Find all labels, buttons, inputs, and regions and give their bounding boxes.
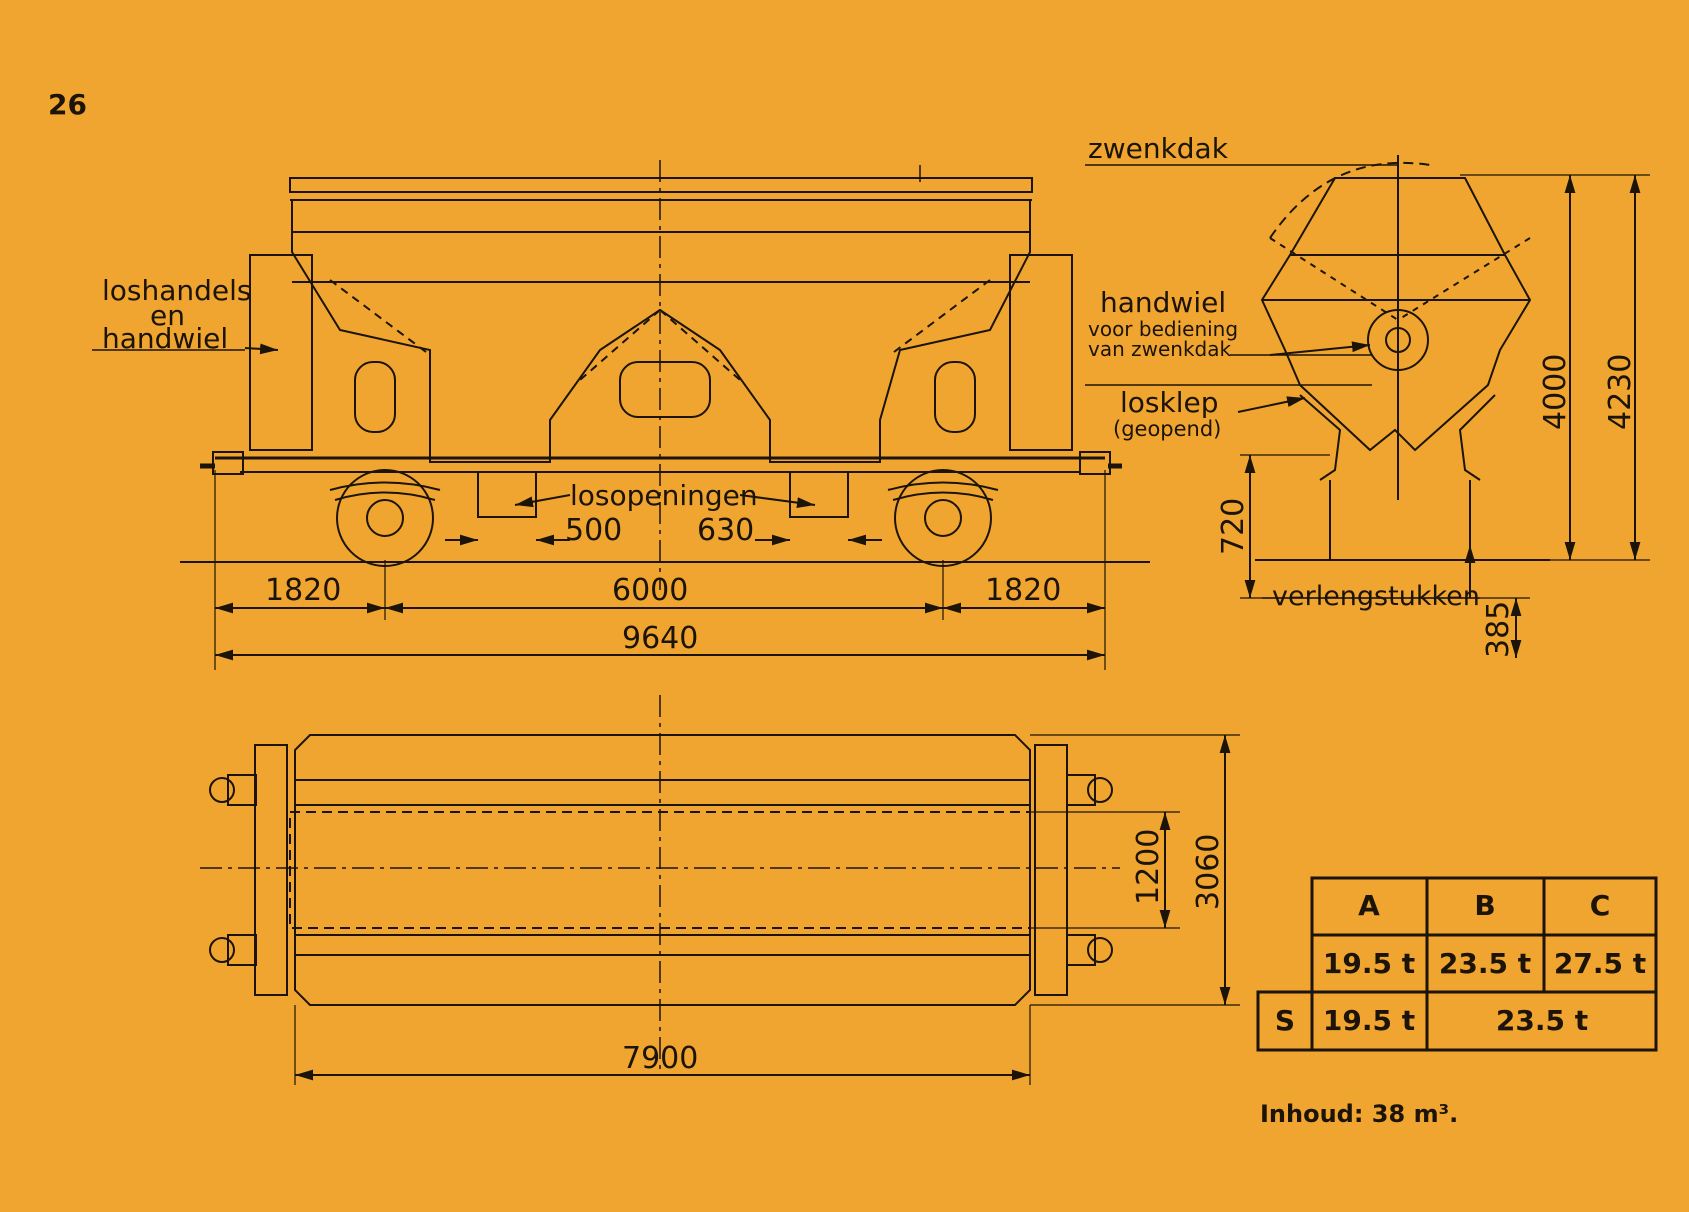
label-geopend: (geopend) (1113, 417, 1221, 441)
capacity-note: Inhoud: 38 m³. (1260, 1100, 1459, 1128)
table-cell-r1-b: 23.5 t (1439, 947, 1531, 980)
dim-385: 385 (1481, 601, 1516, 658)
label-loshandels: loshandels (102, 274, 252, 307)
label-losopeningen: losopeningen (570, 479, 758, 512)
end-profile (1260, 177, 1532, 452)
label-van-zwenkdak: van zwenkdak (1088, 337, 1231, 361)
table-header-c: C (1590, 889, 1611, 922)
label-losklep: losklep (1120, 386, 1219, 419)
dim-9640: 9640 (622, 621, 698, 656)
dim-500: 500 (565, 513, 622, 548)
label-verlengstukken: verlengstukken (1272, 581, 1480, 612)
table-row2-label: S (1275, 1004, 1295, 1037)
end-view (1255, 155, 1550, 561)
dim-720: 720 (1216, 498, 1251, 555)
label-voor-bediening: voor bediening (1088, 317, 1238, 341)
page-number: 26 (48, 88, 87, 121)
table-cell-r1-c: 27.5 t (1554, 947, 1646, 980)
plan-dimensions (294, 734, 1240, 1085)
end-dimensions (919, 164, 1650, 658)
side-view (180, 160, 1150, 590)
table-cell-r2-a: 19.5 t (1323, 1004, 1415, 1037)
hopper-outline (291, 200, 1031, 463)
label-handwiel-end: handwiel (1100, 286, 1226, 319)
label-zwenkdak: zwenkdak (1088, 132, 1229, 165)
load-table (1256, 876, 1658, 1052)
table-header-b: B (1474, 889, 1495, 922)
plan-outline (294, 734, 1031, 1006)
table-header-a: A (1358, 889, 1380, 922)
table-cell-r1-a: 19.5 t (1323, 947, 1415, 980)
plan-view (200, 695, 1120, 1070)
dim-3060: 3060 (1191, 834, 1226, 910)
label-en: en (150, 299, 185, 332)
side-roof (289, 177, 1033, 193)
dim-7900: 7900 (622, 1041, 698, 1076)
table-cell-r2-bc: 23.5 t (1496, 1004, 1588, 1037)
dim-1200: 1200 (1131, 829, 1166, 905)
dim-4230: 4230 (1603, 354, 1638, 430)
dim-4000: 4000 (1538, 354, 1573, 430)
dim-6000: 6000 (612, 573, 688, 608)
dim-630: 630 (697, 513, 754, 548)
dim-1820-right: 1820 (985, 573, 1061, 608)
side-dimensions (92, 343, 1106, 670)
label-handwiel-side: handwiel (102, 322, 228, 355)
dim-1820-left: 1820 (265, 573, 341, 608)
